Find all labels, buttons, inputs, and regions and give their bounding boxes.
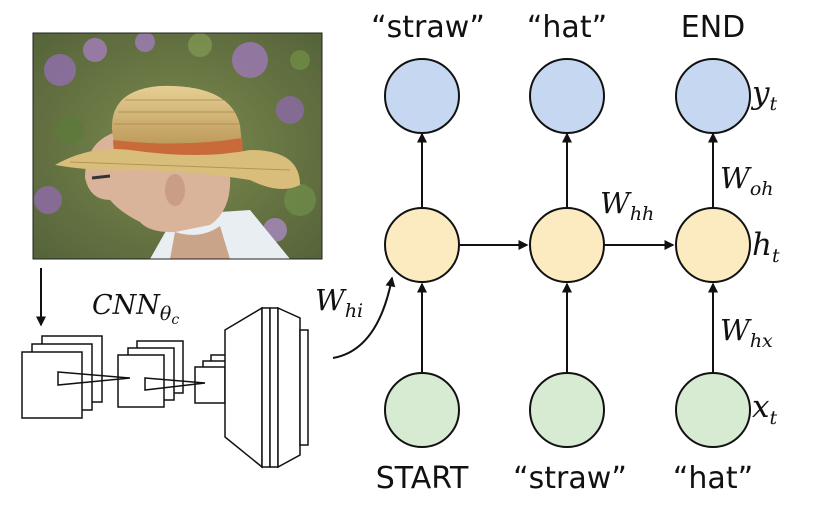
input-word-3: “hat” (673, 461, 753, 496)
hidden-node-2 (529, 207, 605, 283)
output-node-2 (529, 58, 605, 134)
w-hi-arrow (332, 276, 396, 359)
input-word-1: START (376, 461, 469, 496)
w-hi-label: Whi (315, 283, 363, 322)
man-in-straw-hat-photo (33, 33, 322, 259)
x-t-label: xt (752, 389, 777, 429)
input-node-1 (384, 372, 460, 448)
w-hx-label: Whx (720, 313, 773, 352)
cnn-label: CNNθc (92, 290, 179, 328)
output-word-1: “straw” (371, 10, 485, 45)
output-word-2: “hat” (527, 10, 607, 45)
y-t-label: yt (750, 75, 778, 115)
hidden-node-1 (384, 207, 460, 283)
w-oh-label: Woh (720, 161, 774, 200)
input-word-2: “straw” (513, 461, 627, 496)
h-t-label: ht (752, 227, 780, 267)
cnn-block (21, 306, 309, 469)
w-hh-label: Whh (600, 186, 654, 225)
input-node-2 (529, 372, 605, 448)
output-node-1 (384, 58, 460, 134)
hidden-node-3 (675, 207, 751, 283)
output-word-3: END (681, 10, 746, 45)
input-node-3 (675, 372, 751, 448)
output-node-3 (675, 58, 751, 134)
